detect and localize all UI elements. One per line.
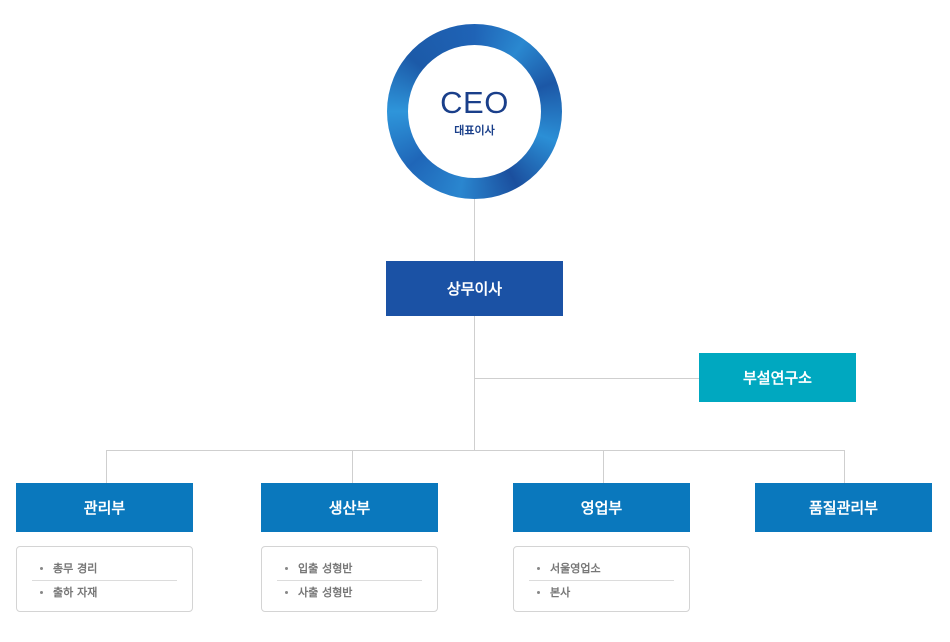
list-item-label: 출하 자재 (53, 586, 98, 599)
lab-node: 부설연구소 (699, 353, 856, 402)
connector-lab-branch (474, 378, 699, 379)
sub-list-production: 입출 성형반 사출 성형반 (261, 546, 438, 612)
list-item-label: 서울영업소 (550, 562, 601, 575)
bullet-icon (40, 566, 43, 570)
connector-dept-horizontal (106, 450, 845, 451)
executive-node: 상무이사 (386, 261, 563, 316)
list-item: 입출 성형반 (277, 557, 422, 581)
connector-dept-3 (603, 450, 604, 483)
department-node-admin: 관리부 (16, 483, 193, 532)
list-item: 사출 성형반 (277, 581, 422, 604)
department-node-quality: 품질관리부 (755, 483, 932, 532)
list-item: 서울영업소 (529, 557, 674, 581)
bullet-icon (40, 590, 43, 594)
list-item: 본사 (529, 581, 674, 604)
list-item-label: 입출 성형반 (298, 562, 353, 575)
ceo-title: CEO (440, 84, 509, 120)
bullet-icon (537, 566, 540, 570)
sub-list-sales: 서울영업소 본사 (513, 546, 690, 612)
sub-list-admin: 총무 경리 출하 자재 (16, 546, 193, 612)
connector-executive-down (474, 316, 475, 451)
list-item: 출하 자재 (32, 581, 177, 604)
ceo-subtitle: 대표이사 (454, 123, 495, 137)
connector-ceo-executive (474, 199, 475, 261)
connector-dept-4 (844, 450, 845, 483)
bullet-icon (285, 566, 288, 570)
list-item-label: 사출 성형반 (298, 586, 353, 599)
bullet-icon (537, 590, 540, 594)
department-node-sales: 영업부 (513, 483, 690, 532)
list-item-label: 본사 (550, 586, 571, 599)
department-node-production: 생산부 (261, 483, 438, 532)
list-item: 총무 경리 (32, 557, 177, 581)
connector-dept-2 (352, 450, 353, 483)
ceo-node: CEO 대표이사 (387, 24, 562, 199)
connector-dept-1 (106, 450, 107, 483)
bullet-icon (285, 590, 288, 594)
list-item-label: 총무 경리 (53, 562, 98, 575)
ceo-inner: CEO 대표이사 (408, 45, 541, 178)
